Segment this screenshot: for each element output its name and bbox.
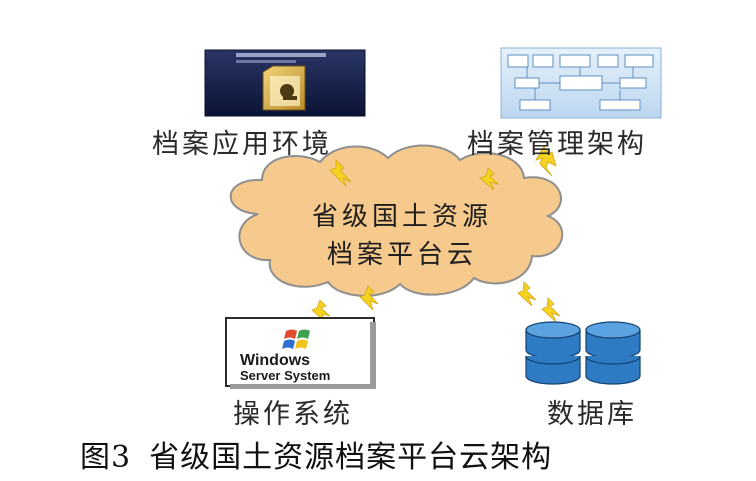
windows-server-logo: Windows Server System <box>225 317 376 389</box>
app-environment-image <box>204 49 366 117</box>
platform-cloud <box>229 144 564 297</box>
cloud-label-line2: 档案平台云 <box>326 240 477 270</box>
windows-logo-line2: Server System <box>240 368 330 383</box>
figure-number: 图3 <box>80 440 132 475</box>
folder-icon <box>262 65 306 111</box>
figure-caption: 图3 省级国土资源档案平台云架构 <box>80 432 552 476</box>
lightning-cloud-to-os <box>311 285 379 323</box>
lightning-cloud-to-db <box>517 281 561 323</box>
management-architecture-image <box>500 47 662 119</box>
windows-flag-icon <box>282 329 310 349</box>
lightning-app-to-cloud <box>329 159 352 187</box>
lightning-mgmt-to-cloud <box>479 145 557 191</box>
node-label-operating-system: 操作系统 <box>233 399 353 430</box>
database-cylinder-left <box>525 321 581 385</box>
database-cylinder-right <box>585 321 641 385</box>
node-label-app-environment: 档案应用环境 <box>152 129 332 160</box>
cloud-label-line1: 省级国土资源 <box>311 202 492 232</box>
figure-title: 省级国土资源档案平台云架构 <box>149 440 553 475</box>
database-icon <box>525 321 641 385</box>
node-label-management-architecture: 档案管理架构 <box>467 129 647 160</box>
windows-logo-line1: Windows <box>240 352 310 369</box>
node-label-database: 数据库 <box>547 399 637 430</box>
